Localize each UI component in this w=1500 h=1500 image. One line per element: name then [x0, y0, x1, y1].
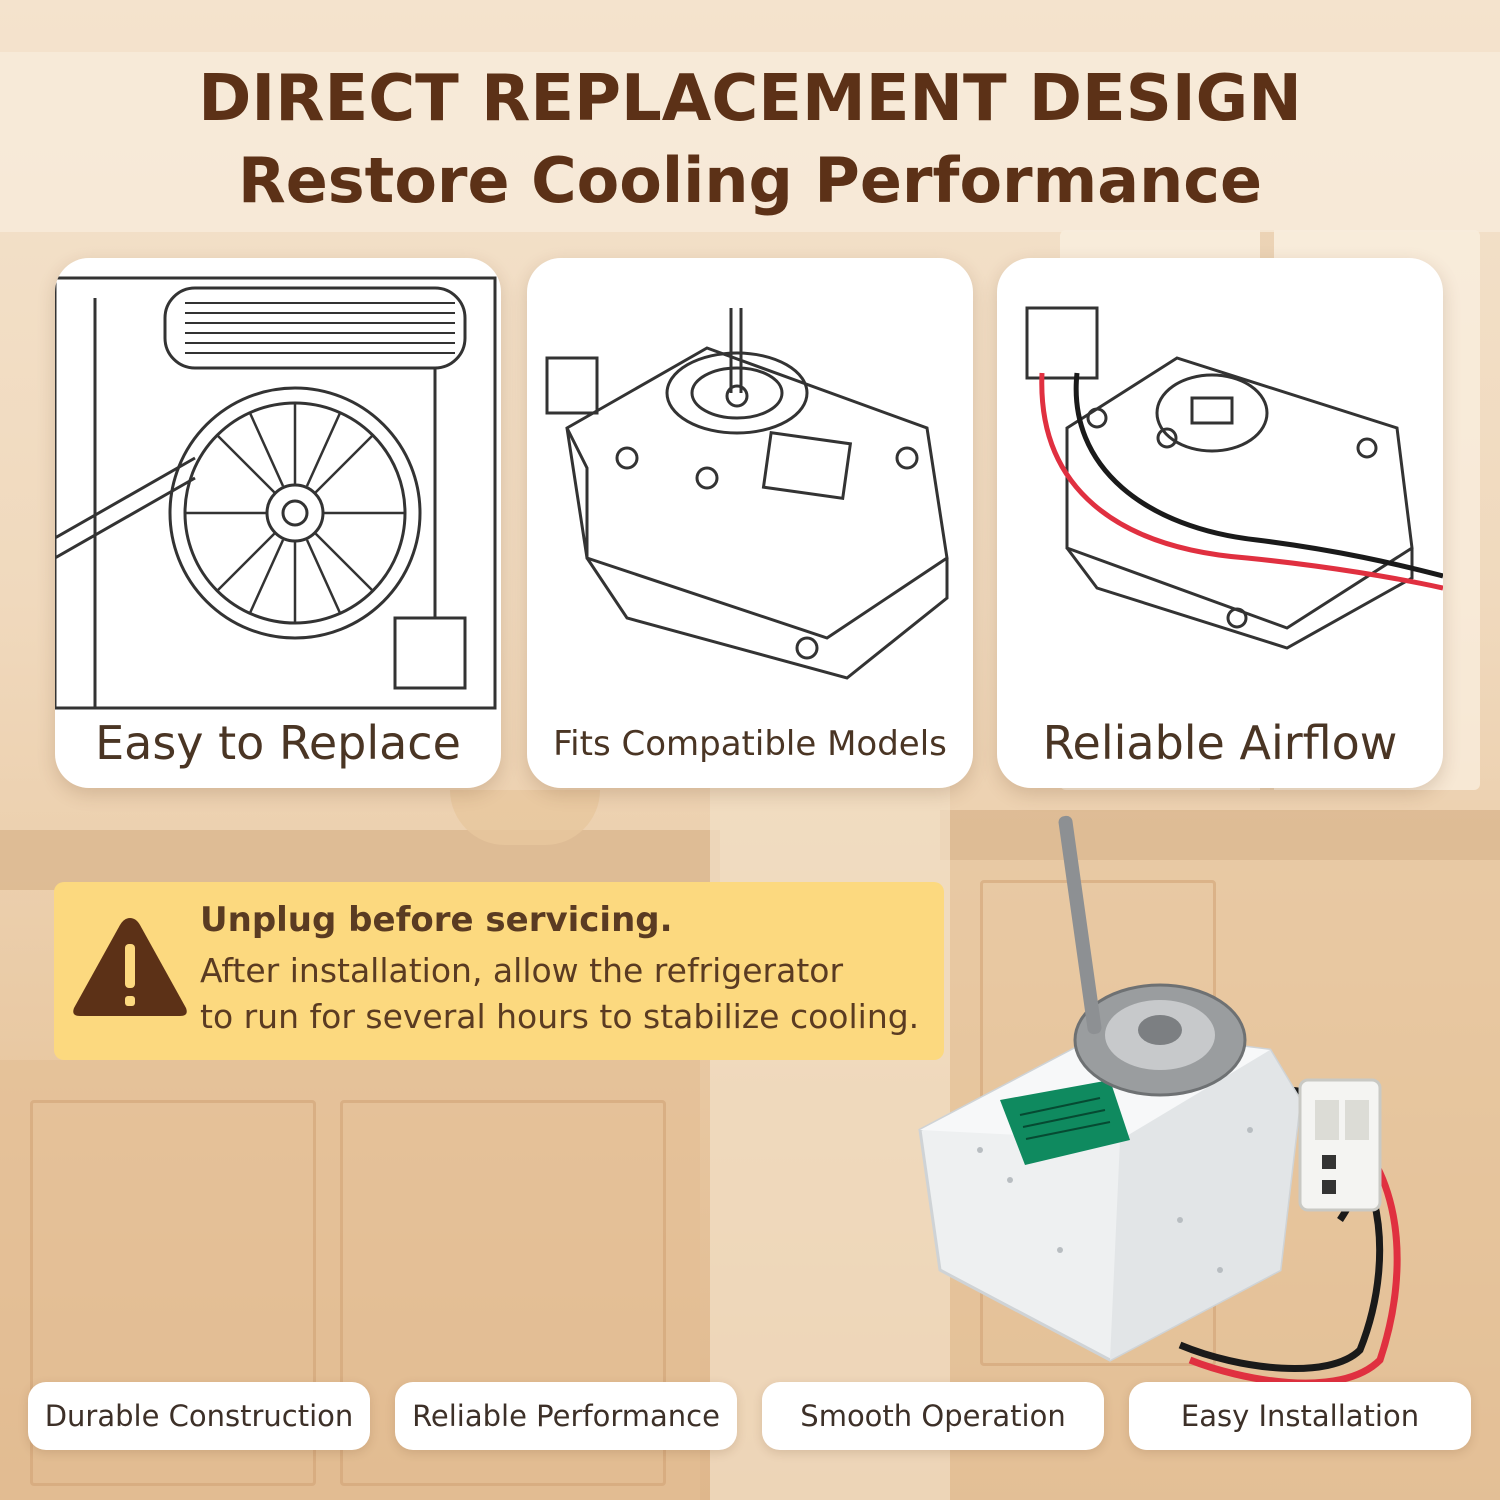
- feature-pill-smooth: Smooth Operation: [762, 1382, 1104, 1450]
- warning-box: Unplug before servicing. After installat…: [54, 882, 944, 1060]
- warning-heading: Unplug before servicing.: [200, 900, 673, 940]
- title-band: [0, 52, 1500, 232]
- headline: DIRECT REPLACEMENT DESIGN: [198, 62, 1302, 136]
- fan-assembly-line-drawing-icon: [55, 276, 497, 710]
- background-cabinet-door: [30, 1100, 316, 1486]
- background-counter-right: [940, 810, 1500, 860]
- feature-pill-durable: Durable Construction: [28, 1382, 370, 1450]
- card-label: Reliable Airflow: [1042, 716, 1398, 770]
- warning-text: After installation, allow the refrigerat…: [200, 948, 940, 1040]
- feature-pill-performance: Reliable Performance: [395, 1382, 737, 1450]
- feature-card-reliable-airflow: Reliable Airflow: [997, 258, 1443, 788]
- warning-line: to run for several hours to stabilize co…: [200, 997, 920, 1036]
- background-counter-left: [0, 830, 720, 890]
- feature-card-compatible-models: Fits Compatible Models: [527, 258, 973, 788]
- feature-card-easy-replace: Easy to Replace: [55, 258, 501, 788]
- fan-motor-product-image: [918, 815, 1401, 1387]
- motor-wired-line-drawing-icon: [1025, 306, 1443, 650]
- card-label: Easy to Replace: [95, 716, 461, 770]
- background-fruit-bowl: [450, 790, 600, 845]
- motor-line-drawing-icon: [545, 308, 949, 680]
- card-label: Fits Compatible Models: [553, 724, 947, 764]
- background-cabinet-door: [340, 1100, 666, 1486]
- warning-line: After installation, allow the refrigerat…: [200, 951, 844, 990]
- feature-pill-installation: Easy Installation: [1129, 1382, 1471, 1450]
- warning-triangle-icon: [73, 918, 187, 1016]
- subheadline: Restore Cooling Performance: [237, 144, 1263, 217]
